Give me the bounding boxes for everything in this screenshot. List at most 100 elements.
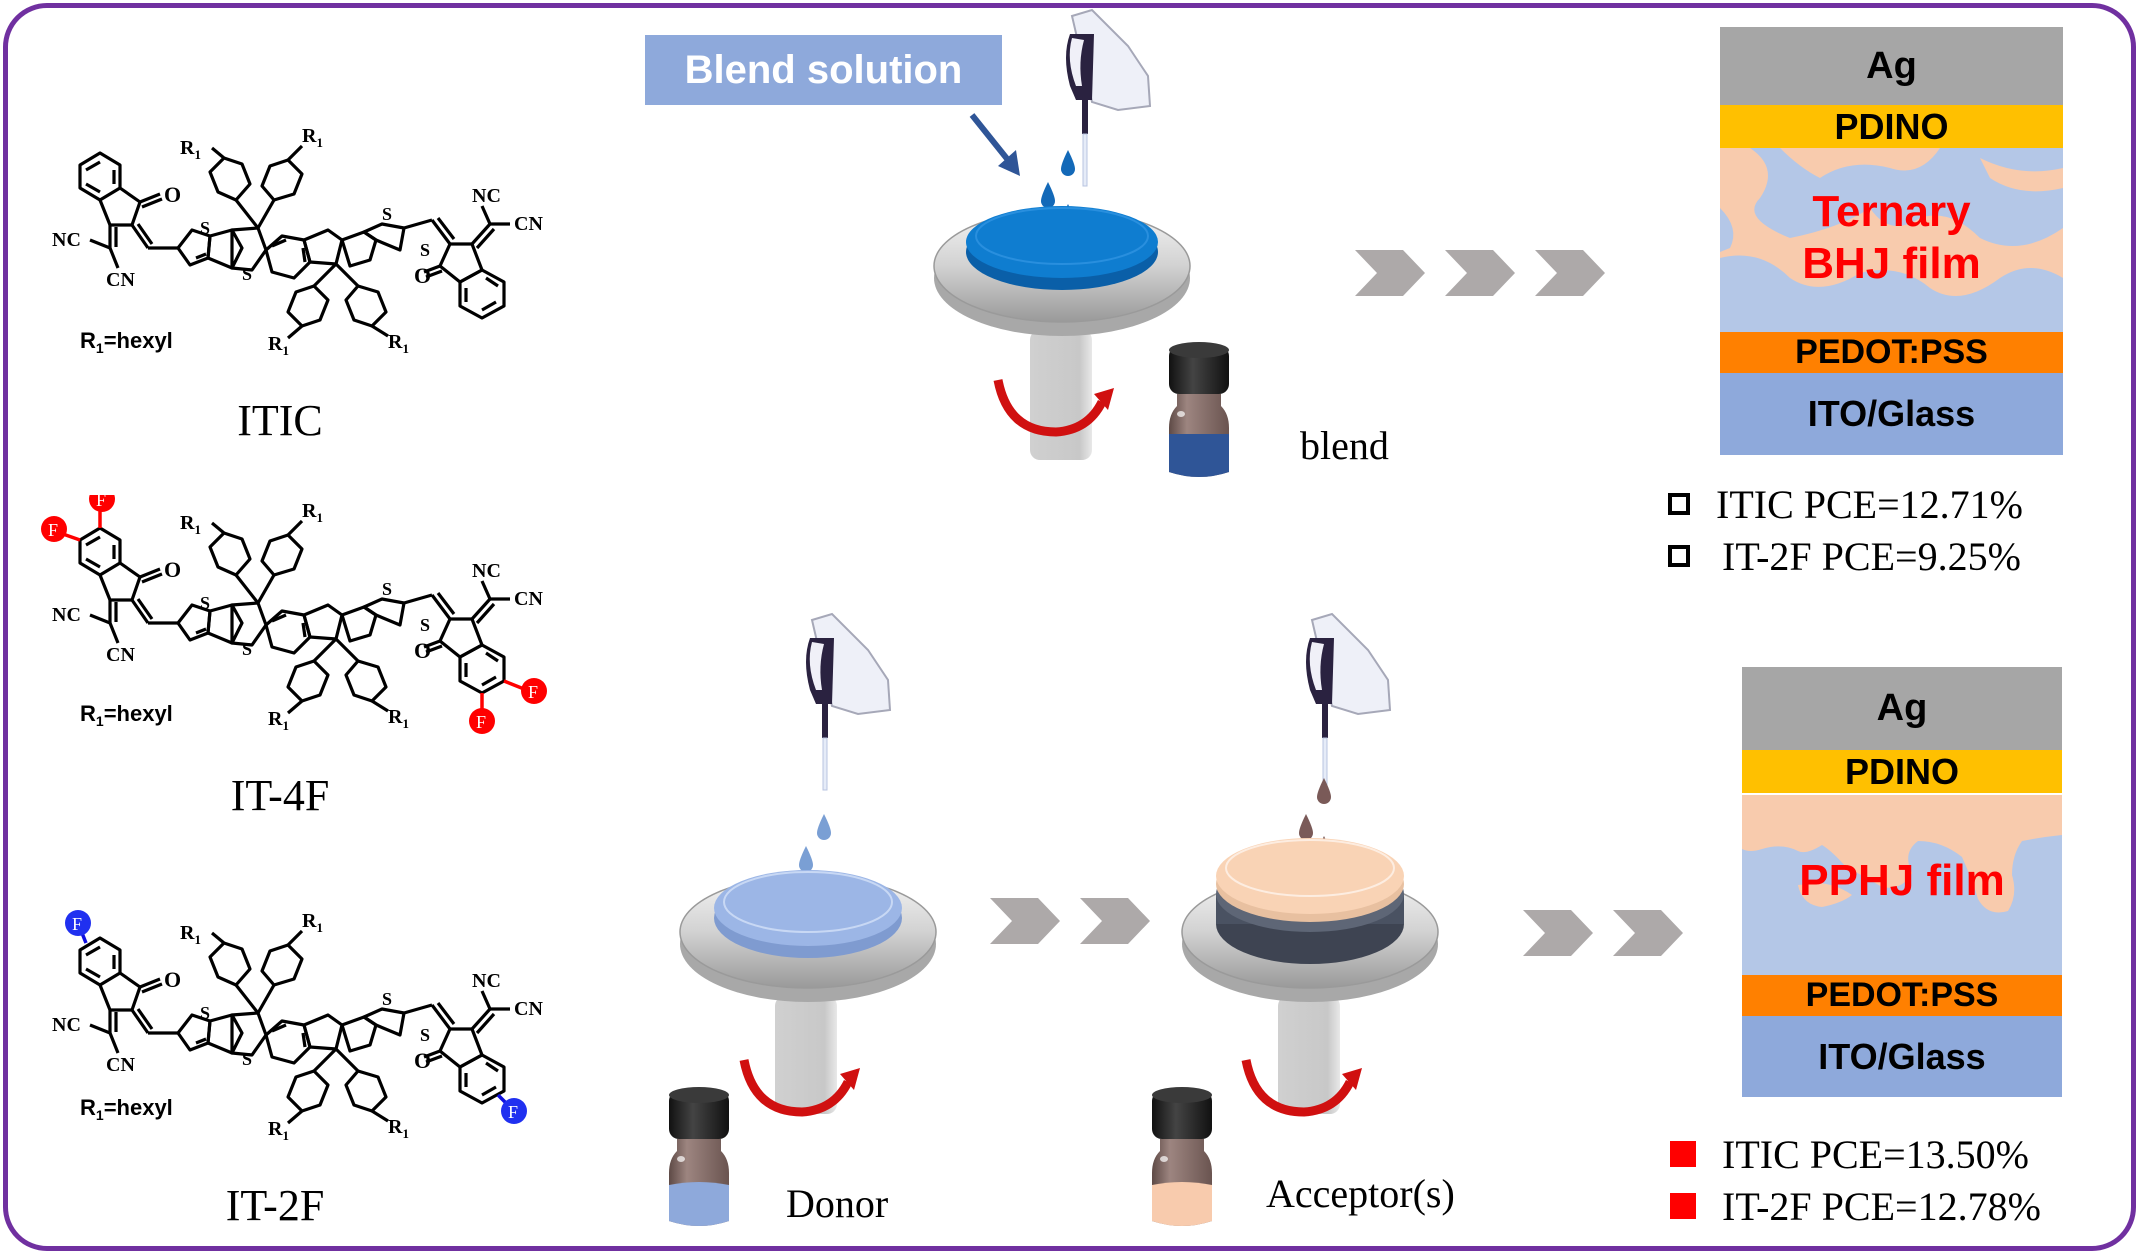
process-arrows-middle: [990, 898, 1150, 944]
open-square-icon: [1668, 493, 1690, 515]
legend-item: IT-2F PCE=9.25%: [1668, 530, 2023, 582]
droplet-icon: [1317, 778, 1331, 804]
svg-text:R1: R1: [388, 706, 409, 731]
spin-shaft: [1278, 996, 1340, 1114]
layer-pdino: PDINO: [1742, 750, 2062, 793]
atom-r1: R1: [388, 331, 409, 356]
svg-text:S: S: [242, 1049, 252, 1069]
film-label: PPHJ film: [1799, 856, 2005, 905]
r1-note: R1=hexyl: [80, 328, 173, 356]
svg-text:R1: R1: [268, 708, 289, 733]
molecule-it-2f: F F R1 R1 R1 R1 O O NC CN NC CN S S S S …: [20, 905, 580, 1165]
fluorine-atom: [41, 516, 67, 542]
atom-cn: CN: [106, 269, 135, 291]
fluorine-atom: [501, 1098, 527, 1124]
atom-r1: R1: [268, 333, 289, 358]
acceptor-spin-coater: [1181, 613, 1439, 1130]
blend-solution-label: Blend solution: [645, 35, 1002, 105]
svg-text:S: S: [382, 989, 392, 1009]
atom-o: O: [164, 182, 181, 207]
legend-item: IT-2F PCE=12.78%: [1670, 1180, 2041, 1232]
droplet-icon: [799, 846, 813, 872]
open-square-icon: [1668, 545, 1690, 567]
legend-item: ITIC PCE=12.71%: [1668, 478, 2023, 530]
svg-text:CN: CN: [106, 1054, 135, 1076]
device-stack-pphj: Ag PDINO PPHJ film PEDOT:PSS ITO/Glass: [1742, 667, 2062, 1097]
svg-text:CN: CN: [514, 588, 543, 610]
it-2f-structure: F F R1 R1 R1 R1 O O NC CN NC CN S S S S …: [52, 910, 543, 1143]
molecule-it-4f: F F F F R1 R1 R1 R1 O O NC CN NC CN S S …: [20, 486, 580, 765]
atom-r1: R1: [180, 137, 201, 162]
svg-text:F: F: [508, 1102, 518, 1122]
chevron-right-icon: [1355, 250, 1425, 296]
svg-text:R1: R1: [268, 1118, 289, 1143]
fluorine-atom: [65, 910, 91, 936]
svg-text:O: O: [414, 638, 431, 663]
process-arrows-top: [1355, 250, 1605, 296]
acceptor-film: [1216, 838, 1404, 914]
chevron-right-icon: [1080, 898, 1150, 944]
layer-pdino: PDINO: [1720, 105, 2063, 148]
atom-s: S: [420, 240, 430, 260]
atom-cn: CN: [514, 213, 543, 235]
donor-vial-icon: [669, 1087, 729, 1226]
atom-s: S: [382, 204, 392, 224]
pipette-icon: [1305, 613, 1391, 791]
layer-pedot-pss: PEDOT:PSS: [1742, 975, 2062, 1016]
blend-spin-coater: [933, 9, 1191, 460]
layer-pedot-pss: PEDOT:PSS: [1720, 332, 2063, 373]
figure-frame: [3, 3, 2136, 1251]
svg-text:O: O: [414, 1048, 431, 1073]
svg-text:R1: R1: [180, 922, 201, 947]
svg-text:R1: R1: [302, 910, 323, 935]
chevron-right-icon: [1445, 250, 1515, 296]
layer-ag: Ag: [1720, 27, 2063, 105]
atom-r1: R1: [302, 125, 323, 150]
fluorine-atom: [521, 678, 547, 704]
atom-s: S: [200, 218, 210, 238]
acceptor-vial-label: Acceptor(s): [1266, 1171, 1455, 1216]
pointer-arrow-icon: [969, 113, 1020, 176]
r1-note: R1=hexyl: [80, 1095, 173, 1123]
atom-s: S: [242, 264, 252, 284]
pipette-icon: [805, 613, 891, 791]
blend-vial-icon: [1169, 342, 1229, 477]
svg-text:NC: NC: [472, 560, 501, 582]
svg-text:NC: NC: [52, 1014, 81, 1036]
spin-shaft: [775, 996, 837, 1114]
legend-ternary: ITIC PCE=12.71% IT-2F PCE=9.25%: [1668, 478, 2023, 582]
droplet-icon: [1299, 814, 1313, 840]
chevron-right-icon: [990, 898, 1060, 944]
film-label: Ternary BHJ film: [1802, 187, 1981, 288]
svg-text:R1: R1: [180, 512, 201, 537]
layer-active-film: PPHJ film: [1742, 795, 2062, 975]
filled-square-icon: [1670, 1141, 1696, 1167]
molecule-name: IT-4F: [230, 771, 330, 820]
svg-text:O: O: [164, 557, 181, 582]
filled-square-icon: [1670, 1193, 1696, 1219]
donor-vial-label: Donor: [786, 1181, 889, 1226]
svg-text:R1: R1: [388, 1116, 409, 1141]
svg-text:CN: CN: [514, 998, 543, 1020]
layer-ito-glass: ITO/Glass: [1742, 1016, 2062, 1097]
acceptor-vial-icon: [1152, 1087, 1212, 1226]
blend-vial-label: blend: [1300, 423, 1389, 468]
droplet-icon: [1061, 150, 1075, 176]
itic-structure: R1 R1 R1 R1 O O NC CN NC CN S S S S R1=h…: [52, 125, 543, 358]
atom-o: O: [414, 263, 431, 288]
pipette-icon: [1065, 9, 1151, 187]
atom-nc: NC: [472, 185, 501, 207]
svg-text:S: S: [200, 593, 210, 613]
molecule-name: IT-2F: [225, 1181, 325, 1230]
atom-nc: NC: [52, 229, 81, 251]
svg-text:S: S: [200, 1003, 210, 1023]
svg-text:F: F: [72, 914, 82, 934]
legend-pphj: ITIC PCE=13.50% IT-2F PCE=12.78%: [1670, 1128, 2041, 1232]
chevron-right-icon: [1535, 250, 1605, 296]
droplet-icon: [817, 814, 831, 840]
donor-spin-coater: [679, 613, 937, 1130]
svg-text:NC: NC: [472, 970, 501, 992]
molecule-itic: R1 R1 R1 R1 O O NC CN NC CN S S S S R1=h…: [20, 120, 580, 380]
svg-text:S: S: [420, 1025, 430, 1045]
spin-shaft: [1030, 330, 1092, 460]
